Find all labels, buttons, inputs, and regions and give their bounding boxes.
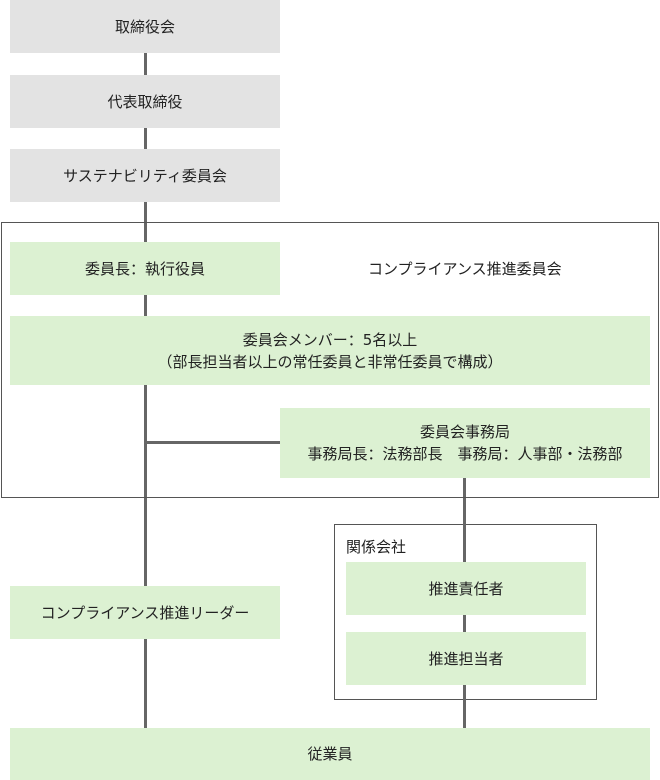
promotion-leader-box: コンプライアンス推進リーダー — [10, 586, 280, 639]
committee-members-box: 委員会メンバー：5名以上 （部長担当者以上の常任委員と非常任委員で構成） — [10, 316, 650, 385]
promotion-responsible-label: 推進責任者 — [428, 579, 504, 598]
employees-box: 従業員 — [10, 728, 650, 780]
committee-members-line2: （部長担当者以上の常任委員と非常任委員で構成） — [157, 352, 503, 371]
sustainability-committee-label: サステナビリティ委員会 — [63, 166, 227, 185]
president-box: 代表取締役 — [10, 75, 280, 128]
committee-members-line1: 委員会メンバー：5名以上 — [242, 330, 418, 349]
president-label: 代表取締役 — [107, 92, 183, 111]
promotion-person-in-charge-label: 推進担当者 — [428, 649, 504, 668]
secretariat-detail: 事務局長：法務部長 事務局：人事部・法務部 — [307, 445, 623, 463]
secretariat-box: 委員会事務局 事務局長：法務部長 事務局：人事部・法務部 — [280, 408, 650, 478]
promotion-leader-label: コンプライアンス推進リーダー — [40, 603, 250, 622]
sustainability-committee-box: サステナビリティ委員会 — [10, 149, 280, 202]
employees-label: 従業員 — [307, 745, 353, 763]
secretariat-title: 委員会事務局 — [419, 423, 510, 441]
committee-chair-label: 委員長：執行役員 — [84, 259, 205, 278]
board-of-directors-box: 取締役会 — [10, 0, 280, 53]
board-of-directors-label: 取締役会 — [114, 17, 175, 36]
compliance-committee-frame — [1, 222, 659, 498]
promotion-person-in-charge-box: 推進担当者 — [346, 632, 586, 685]
promotion-responsible-box: 推進責任者 — [346, 562, 586, 615]
committee-chair-box: 委員長：執行役員 — [10, 242, 280, 295]
connector-to-secretariat — [144, 441, 280, 444]
compliance-committee-title: コンプライアンス推進委員会 — [368, 260, 562, 278]
affiliates-title: 関係会社 — [346, 538, 407, 556]
